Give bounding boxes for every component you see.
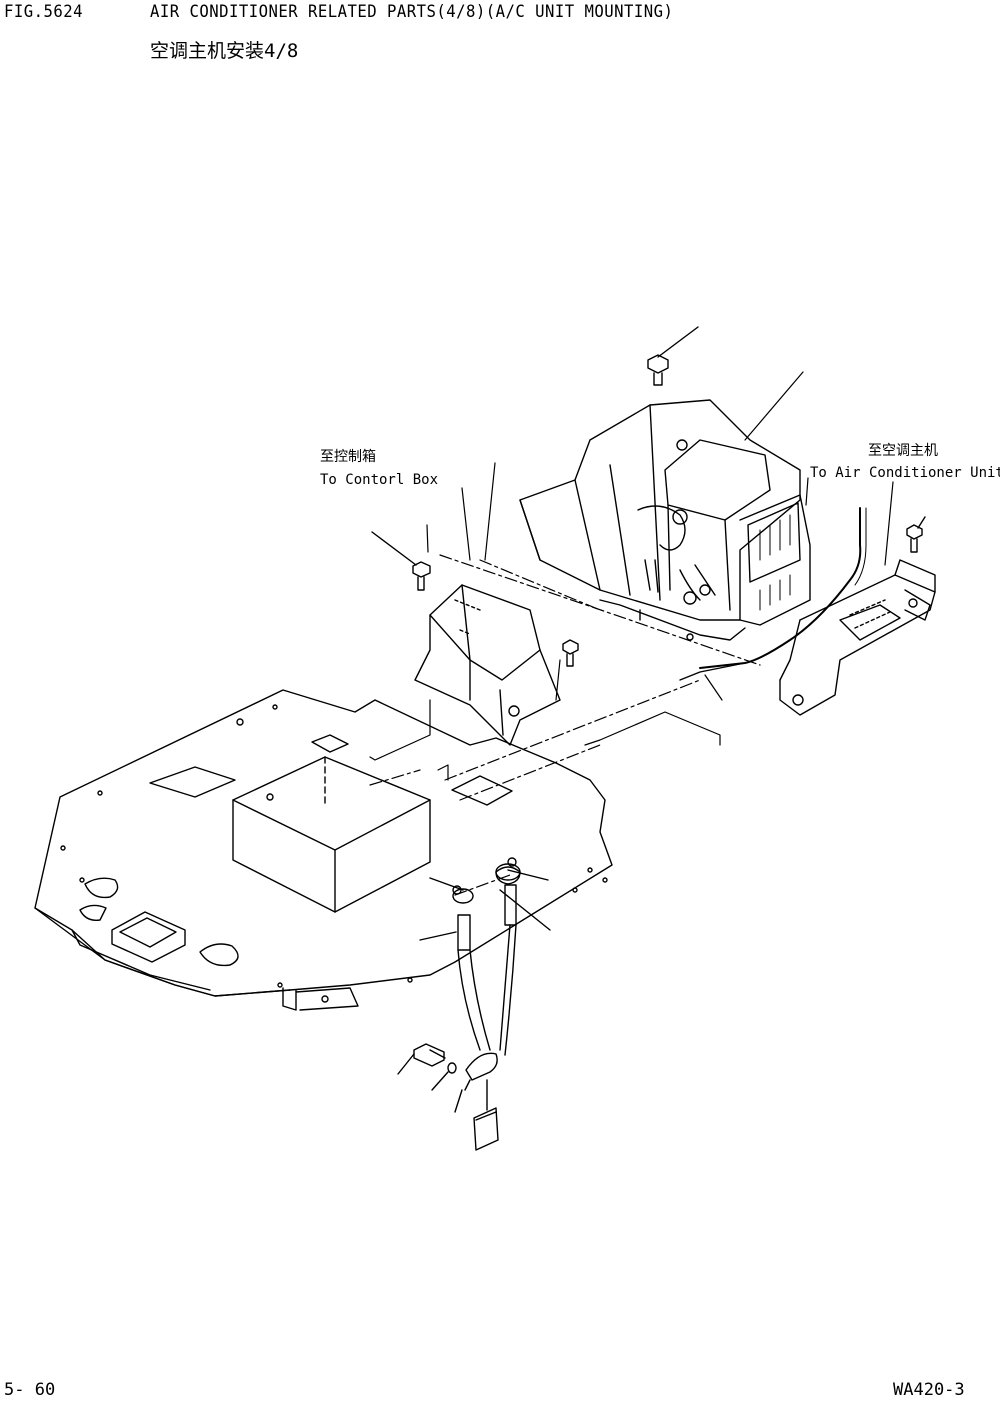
dangling-connectors [420,885,516,1150]
figure-title-chinese: 空调主机安装4/8 [150,40,299,62]
control-box-bracket [415,585,560,745]
grommets [430,858,550,930]
bolt-lower [398,1044,456,1090]
routing-lines [370,555,760,895]
bolt-left [372,532,430,590]
floor-box [233,757,430,912]
bolt-center [563,640,578,666]
figure-number: FIG.5624 [4,2,84,22]
leader-lines [427,372,893,700]
wiring-harness [680,508,866,680]
figure-title: AIR CONDITIONER RELATED PARTS(4/8)(A/C U… [150,2,674,22]
right-bracket [780,560,935,715]
floor-plate [35,690,612,1010]
bolt-top [648,327,698,385]
ac-unit [520,400,810,640]
callout-control-box: To Contorl Box [320,472,439,488]
callout-ac-unit-chinese: 至空调主机 [868,443,938,459]
page-number: 5- 60 [4,1380,56,1400]
model-number: WA420-3 [893,1380,965,1400]
bolt-right [907,517,925,552]
routing-solid [370,700,720,780]
callout-ac-unit: To Air Conditioner Unit [810,465,1000,481]
callout-control-box-chinese: 至控制箱 [320,449,376,465]
